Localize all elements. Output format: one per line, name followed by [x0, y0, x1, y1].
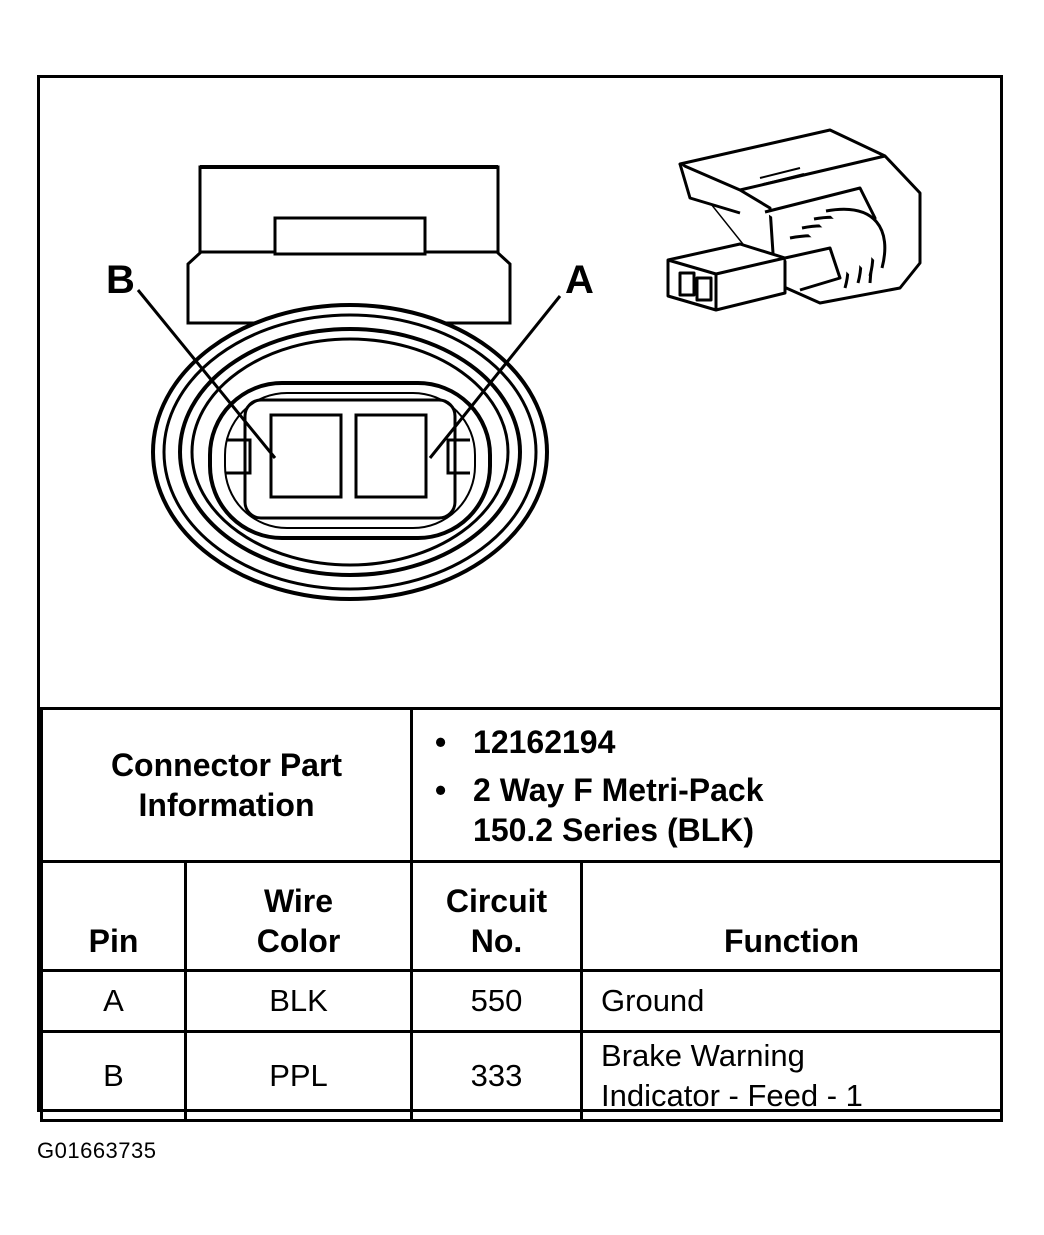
part-series-line2: 150.2 Series (BLK) [473, 812, 755, 848]
part-info-label-line2: Information [138, 787, 315, 823]
table-row: A BLK 550 Ground [40, 969, 1004, 1033]
row-b-function-line1: Brake Warning [601, 1038, 805, 1073]
row-b-wire-color: PPL [183, 1030, 414, 1122]
row-b-function: Brake Warning Indicator - Feed - 1 [580, 1030, 1004, 1122]
pin-label-a: A [565, 258, 594, 302]
connector-drawing: B A [106, 128, 922, 601]
leader-line-a [428, 295, 562, 459]
pin-label-b: B [106, 258, 135, 302]
table-row: B PPL 333 Brake Warning Indicator - Feed… [40, 1030, 1004, 1122]
row-b-function-line2: Indicator - Feed - 1 [601, 1078, 863, 1113]
terminal-cavity [243, 398, 457, 520]
part-info-label-cell: Connector Part Information [39, 707, 414, 863]
header-function: Function [580, 860, 1004, 972]
connector-info-table: Connector Part Information 12162194 2 Wa… [39, 707, 1004, 1122]
row-a-wire-color: BLK [183, 969, 414, 1033]
part-info-label-line1: Connector Part [110, 747, 343, 783]
terminal-a [354, 413, 428, 499]
header-wire-color-line2: Color [256, 923, 341, 959]
row-a-pin: A [40, 969, 187, 1033]
row-a-function-line1: Ground [601, 983, 705, 1018]
part-series-line1: 2 Way F Metri-Pack [473, 772, 764, 808]
part-info-values-cell: 12162194 2 Way F Metri-Pack 150.2 Series… [410, 707, 1004, 863]
part-series: 2 Way F Metri-Pack 150.2 Series (BLK) [435, 770, 1000, 850]
latch-window [273, 216, 427, 256]
figure-id: G01663735 [37, 1138, 157, 1163]
connector-isometric-image [666, 128, 922, 312]
header-circuit-line1: Circuit [445, 883, 548, 919]
connector-figure-frame: B A Connector Par [37, 75, 1004, 1122]
header-circuit-line2: No. [470, 923, 523, 959]
part-info-list: 12162194 2 Way F Metri-Pack 150.2 Series… [413, 710, 1000, 850]
header-wire-color-line1: Wire [263, 883, 334, 919]
header-wire-color: Wire Color [183, 860, 414, 972]
leader-line-b [136, 289, 277, 459]
header-circuit: Circuit No. [410, 860, 584, 972]
row-a-circuit: 550 [410, 969, 584, 1033]
part-number: 12162194 [435, 722, 1000, 762]
row-b-circuit: 333 [410, 1030, 584, 1122]
row-b-pin: B [40, 1030, 187, 1122]
connector-body-outer [151, 303, 549, 601]
header-pin: Pin [40, 860, 187, 972]
terminal-b [269, 413, 343, 499]
row-a-function: Ground [580, 969, 1004, 1033]
